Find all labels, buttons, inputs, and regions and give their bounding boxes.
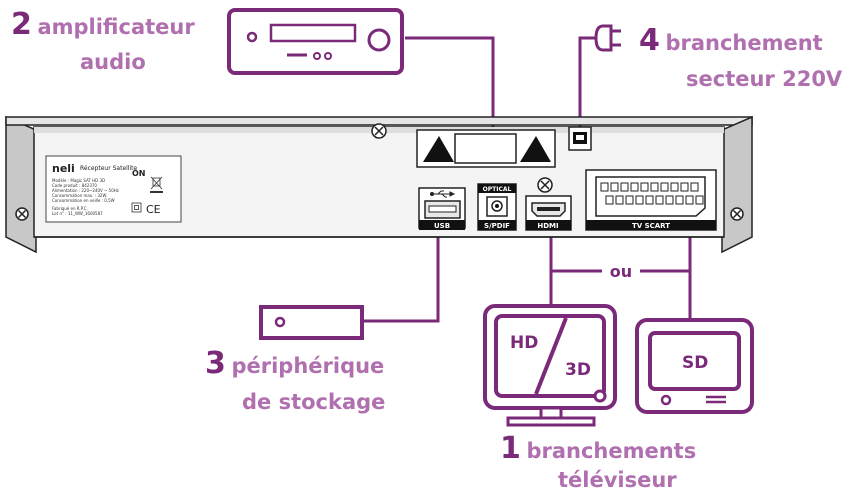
ou-label: ou xyxy=(610,262,632,281)
label-storage-line1: périphérique xyxy=(231,354,385,378)
storage-cable xyxy=(363,230,440,323)
label-tv: 1 branchements xyxy=(500,431,696,466)
sticker-footer-1: Fabriqué en R.P.C. xyxy=(52,206,88,211)
sticker-line-1: Modèle : Magic SAT HD 3D xyxy=(52,178,105,183)
sticker-line-5: Consommation en veille : 0,5W xyxy=(52,198,115,203)
rear-panel-window xyxy=(416,129,556,168)
weee-bin-icon xyxy=(150,176,163,193)
usb-port: USB xyxy=(418,187,466,230)
label-tv-number: 1 xyxy=(500,431,521,466)
product-sticker: neli Récepteur Satellite ON Modèle : Mag… xyxy=(45,155,182,223)
hdmi-label: HDMI xyxy=(537,222,558,230)
scart-pin xyxy=(600,182,609,192)
scart-pin xyxy=(645,195,654,205)
scart-pin xyxy=(635,195,644,205)
screw-icons xyxy=(15,123,744,221)
sticker-brand: neli xyxy=(52,162,75,175)
scart-pin xyxy=(650,182,659,192)
scart-pin xyxy=(625,195,634,205)
label-power-line1: branchement xyxy=(665,31,823,55)
power-cable xyxy=(578,36,596,127)
label-amplifier-line2: audio xyxy=(80,50,146,74)
sticker-line-3: Alimentation : 220~240V ~ 50Hz xyxy=(52,188,119,193)
optical-port: OPTICAL S/PDIF xyxy=(477,183,517,231)
scart-pin xyxy=(630,182,639,192)
sd-text: SD xyxy=(682,353,708,373)
hd-tv xyxy=(483,304,617,427)
scart-pin xyxy=(605,195,614,205)
scart-label: TV SCART xyxy=(632,222,670,230)
usb-icon xyxy=(430,190,456,198)
scart-pin xyxy=(610,182,619,192)
scart-pin xyxy=(680,182,689,192)
3d-text: 3D xyxy=(565,360,591,380)
sticker-footer-2: Lot n° : 11_WW_1600587 xyxy=(52,211,103,216)
scart-pins xyxy=(600,182,704,205)
usb-label: USB xyxy=(434,222,450,230)
hd-text: HD xyxy=(510,333,538,353)
amplifier-device xyxy=(227,8,404,75)
label-power: 4 branchement xyxy=(639,23,823,58)
label-storage-number: 3 xyxy=(205,346,226,381)
scart-pin xyxy=(670,182,679,192)
label-power-line2: secteur 220V xyxy=(686,67,843,91)
label-storage-line2: de stockage xyxy=(242,390,386,414)
power-socket xyxy=(568,126,592,151)
label-amplifier-line1: amplificateur xyxy=(37,15,195,39)
scart-pin xyxy=(660,182,669,192)
ce-mark: CE xyxy=(146,203,161,216)
sd-tv xyxy=(635,318,754,414)
label-amplifier-number: 2 xyxy=(11,7,32,42)
label-tv-line1: branchements xyxy=(526,439,697,463)
scart-pin xyxy=(675,195,684,205)
optical-top-label: OPTICAL xyxy=(483,186,512,193)
scart-pin xyxy=(685,195,694,205)
scart-pin xyxy=(640,182,649,192)
scart-pin xyxy=(615,195,624,205)
scart-pin xyxy=(655,195,664,205)
scart-pin xyxy=(665,195,674,205)
sticker-line-4: Consommation max. : 32W xyxy=(52,193,106,198)
label-power-number: 4 xyxy=(639,23,660,58)
sticker-line-2: Code produit : 842370 xyxy=(52,183,97,188)
power-plug-icon xyxy=(594,24,621,52)
label-tv-line2: téléviseur xyxy=(558,468,677,492)
double-insulation-icon xyxy=(131,202,142,213)
sticker-on: ON xyxy=(132,169,146,178)
optical-bottom-label: S/PDIF xyxy=(484,222,510,230)
scart-pin xyxy=(695,195,704,205)
sticker-title: Récepteur Satellite xyxy=(80,165,137,172)
scart-pin xyxy=(620,182,629,192)
hdmi-port: HDMI xyxy=(525,195,572,231)
label-storage: 3 périphérique xyxy=(205,346,384,381)
scart-pin xyxy=(690,182,699,192)
scart-port: TV SCART xyxy=(585,169,717,231)
label-amplifier: 2 amplificateur xyxy=(11,7,195,42)
storage-device xyxy=(259,305,364,340)
